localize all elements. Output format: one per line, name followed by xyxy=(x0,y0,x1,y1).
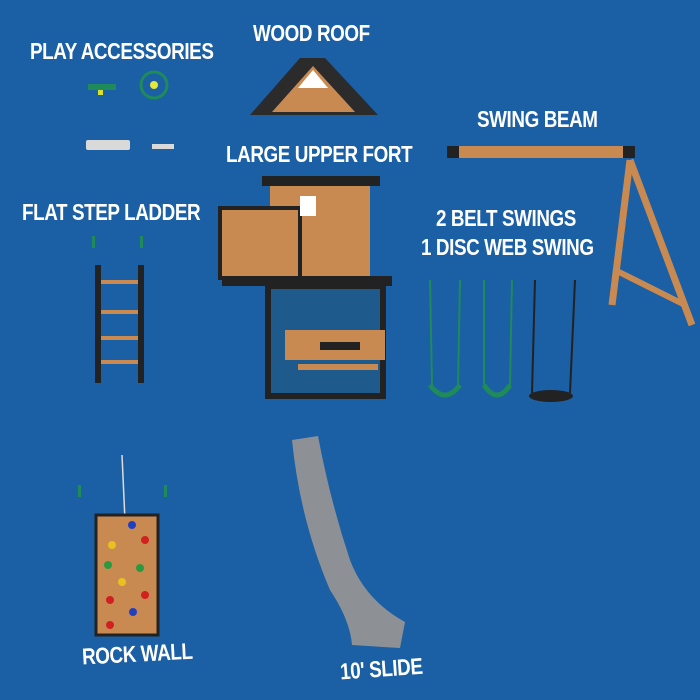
large-upper-fort-image xyxy=(218,176,392,399)
label-large-upper-fort: LARGE UPPER FORT xyxy=(226,141,413,167)
label-wood-roof: WOOD ROOF xyxy=(253,20,370,46)
slide-image xyxy=(292,436,405,648)
faucet-icon xyxy=(152,144,174,149)
disc-web-swing-image xyxy=(529,279,576,402)
label-swing-beam: SWING BEAM xyxy=(477,106,598,132)
label-flat-step-ladder: FLAT STEP LADDER xyxy=(22,199,201,225)
license-plate-icon xyxy=(86,140,130,150)
swing-beam-image xyxy=(447,146,696,327)
rock-wall-image xyxy=(78,454,167,637)
steering-wheel-icon xyxy=(139,70,169,100)
flat-step-ladder-image xyxy=(92,236,144,383)
belt-swings-image xyxy=(428,279,513,398)
label-play-accessories: PLAY ACCESSORIES xyxy=(30,38,214,64)
label-disc-web-swing: 1 DISC WEB SWING xyxy=(421,234,594,260)
telescope-icon xyxy=(88,84,116,95)
wood-roof-image xyxy=(250,58,378,115)
label-belt-swings: 2 BELT SWINGS xyxy=(436,205,576,231)
